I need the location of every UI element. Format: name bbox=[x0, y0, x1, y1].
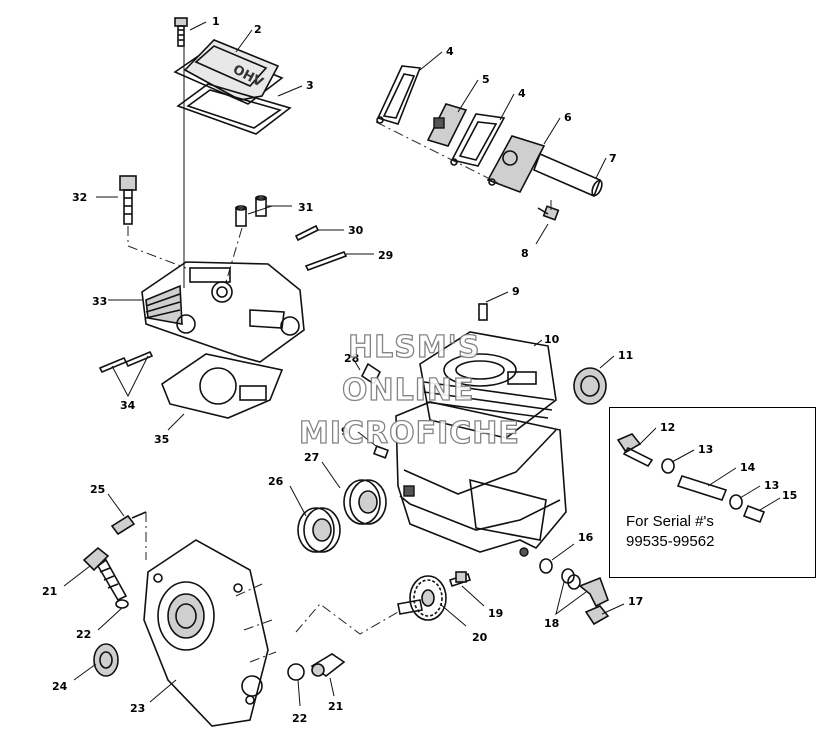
part-35-head-gasket bbox=[161, 353, 284, 419]
part-6-intake-flange bbox=[486, 135, 546, 193]
callout-1: 1 bbox=[212, 15, 220, 28]
part-21-oil-fill-plug bbox=[82, 546, 128, 602]
callout-26: 26 bbox=[268, 475, 284, 488]
part-22-o-ring bbox=[115, 599, 129, 609]
callout-13-second: 13 bbox=[764, 479, 779, 492]
part-22-washer bbox=[287, 663, 305, 681]
part-4-intake-gasket-2 bbox=[450, 113, 506, 167]
callout-25: 25 bbox=[90, 483, 105, 496]
part-3-cover-gasket bbox=[176, 83, 292, 135]
callout-2: 2 bbox=[254, 23, 262, 36]
part-26-bearing bbox=[297, 507, 341, 553]
callout-11: 11 bbox=[618, 349, 633, 362]
callout-30: 30 bbox=[348, 224, 364, 237]
part-31-dowel-pins bbox=[235, 195, 267, 227]
callout-22-second: 22 bbox=[292, 712, 307, 725]
callout-19: 19 bbox=[488, 607, 503, 620]
callout-27: 27 bbox=[304, 451, 319, 464]
callout-9: 9 bbox=[512, 285, 520, 298]
part-21-drain-plug bbox=[310, 653, 346, 677]
part-20-gear bbox=[295, 575, 447, 635]
part-13-washer-2 bbox=[729, 494, 743, 510]
part-8-bolt bbox=[537, 200, 560, 221]
callout-33: 33 bbox=[92, 295, 107, 308]
callout-4: 4 bbox=[446, 45, 454, 58]
part-16-washer bbox=[539, 558, 553, 574]
serial-note: For Serial #'s 99535-99562 bbox=[626, 512, 714, 552]
part-18-washers bbox=[561, 568, 581, 590]
callout-24: 24 bbox=[52, 680, 68, 693]
callout-8: 8 bbox=[521, 247, 529, 260]
part-30-stud bbox=[294, 224, 320, 242]
serial-note-line-2: 99535-99562 bbox=[626, 533, 715, 550]
callout-20: 20 bbox=[472, 631, 488, 644]
callout-22: 22 bbox=[76, 628, 91, 641]
part-18-elbow bbox=[578, 576, 609, 608]
callout-12: 12 bbox=[660, 421, 675, 434]
callout-35: 35 bbox=[154, 433, 169, 446]
callout-31: 31 bbox=[298, 201, 313, 214]
part-1-bolt bbox=[174, 17, 188, 47]
part-27-bearing bbox=[343, 479, 387, 525]
callout-4-second: 4 bbox=[518, 87, 526, 100]
part-9-dowel-pin-2 bbox=[372, 445, 390, 459]
callout-21-second: 21 bbox=[328, 700, 343, 713]
leader-lines bbox=[63, 21, 781, 707]
callout-5: 5 bbox=[482, 73, 490, 86]
part-17-nut bbox=[584, 605, 610, 626]
callout-13: 13 bbox=[698, 443, 713, 456]
callout-17: 17 bbox=[628, 595, 643, 608]
callout-28: 28 bbox=[344, 352, 359, 365]
part-15-cap bbox=[742, 504, 766, 524]
callout-21: 21 bbox=[42, 585, 57, 598]
watermark: HLSM'S ONLINE MICROFICHE bbox=[298, 329, 520, 451]
callout-numbers: 1 2 3 4 5 4 6 7 8 32 31 30 29 33 34 35 9… bbox=[42, 15, 797, 725]
part-13-washer bbox=[661, 458, 675, 474]
part-4-intake-gasket bbox=[376, 65, 422, 125]
callout-9-second: 9 bbox=[341, 425, 349, 438]
part-23-crankcase-cover bbox=[143, 539, 277, 727]
callout-29: 29 bbox=[378, 249, 393, 262]
part-24-oil-seal bbox=[93, 643, 119, 677]
part-5-insulator bbox=[426, 103, 468, 147]
watermark-line-1: HLSM'S bbox=[348, 330, 480, 365]
part-34-studs bbox=[98, 350, 154, 374]
part-28-breather-pipe bbox=[360, 362, 382, 386]
part-19-shaft bbox=[448, 571, 472, 588]
callout-7: 7 bbox=[609, 152, 617, 165]
callout-14: 14 bbox=[740, 461, 756, 474]
part-7-tube bbox=[532, 152, 603, 198]
part-14-tube bbox=[676, 475, 728, 501]
callout-3: 3 bbox=[306, 79, 314, 92]
callout-34: 34 bbox=[120, 399, 136, 412]
part-29-stud bbox=[304, 251, 348, 271]
serial-note-line-1: For Serial #'s bbox=[626, 513, 714, 530]
callout-18: 18 bbox=[544, 617, 559, 630]
part-25-bolt bbox=[110, 511, 147, 560]
callout-32: 32 bbox=[72, 191, 87, 204]
callout-16: 16 bbox=[578, 531, 594, 544]
part-11-oil-seal bbox=[573, 367, 607, 405]
part-2-valve-cover: OHV bbox=[173, 39, 284, 105]
callout-6: 6 bbox=[564, 111, 572, 124]
watermark-line-2: ONLINE bbox=[342, 373, 475, 408]
callout-15: 15 bbox=[782, 489, 797, 502]
crankcase bbox=[395, 401, 567, 557]
part-33-cylinder-head bbox=[141, 36, 305, 363]
watermark-line-3: MICROFICHE bbox=[299, 416, 520, 451]
serial-inset-box bbox=[609, 407, 816, 578]
part-10-cylinder-block bbox=[419, 331, 557, 439]
callout-23: 23 bbox=[130, 702, 145, 715]
callout-10: 10 bbox=[544, 333, 560, 346]
part-9-dowel-pin bbox=[478, 303, 488, 321]
part-32-head-bolt bbox=[119, 175, 187, 269]
